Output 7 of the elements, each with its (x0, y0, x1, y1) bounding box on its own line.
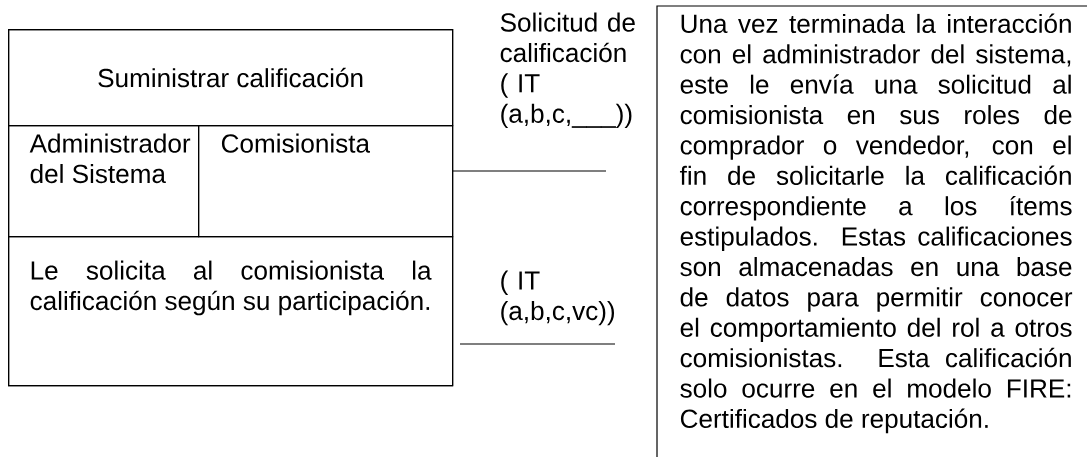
table-cell: Suministrar calificación (8, 29, 454, 127)
message-label: ( IT (a,b,c,vc)) (501, 270, 614, 326)
table-cell: Comisionista (198, 125, 454, 238)
table-cell: Le solicita al comisionista la calificación según su participación. (8, 236, 454, 387)
table-cell: Administrador del Sistema (8, 125, 200, 238)
message-label: Solicitud de calificación ( IT (a,b,c,___)) (500, 12, 635, 129)
text-box: Una vez terminada la interacción con el administrador del sistema, este le envía una solicitud al comisionista en sus roles de comprador o vendedor, con el fin de solicitarle la calificación correspondiente a los ítems estipulados. Estas calificaciones son almacenadas en una base de datos para permitir conocer el comportamiento del rol a otros comisionistas. Esta calificación solo ocurre en el modelo FIRE: Certificados de reputación. (656, 5, 1087, 457)
